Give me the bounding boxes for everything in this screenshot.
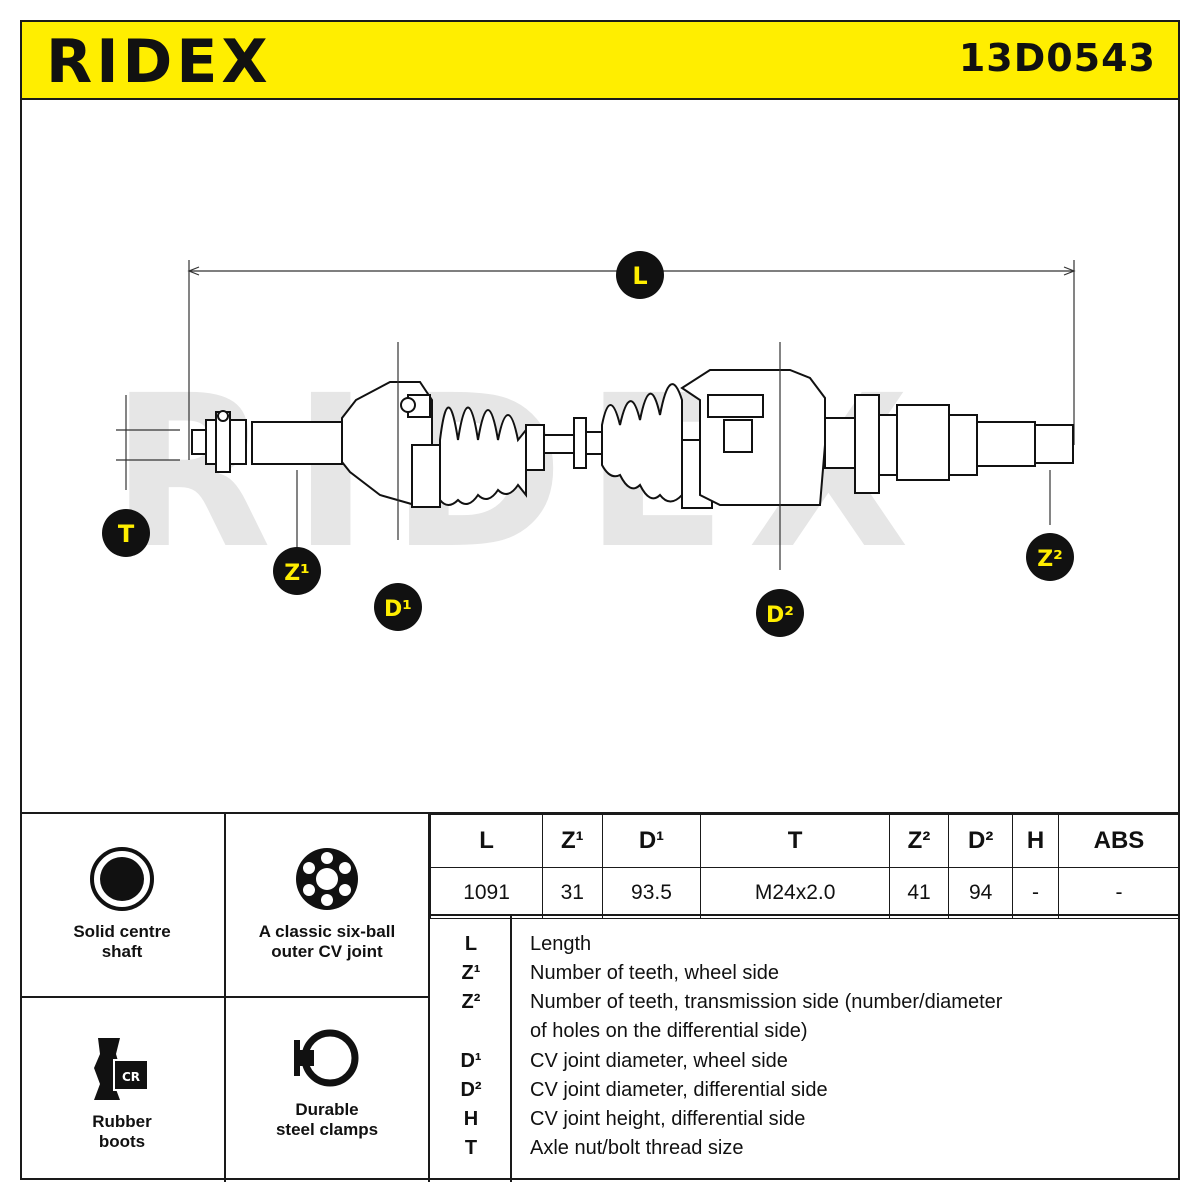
spec-header: H (1012, 814, 1059, 868)
marker-D2: D² (756, 589, 804, 637)
spec-header: Z² (888, 814, 950, 868)
drive-shaft-drawing (191, 369, 1074, 509)
feature-six-ball-joint: A classic six-ball outer CV joint (226, 814, 430, 998)
svg-text:T: T (118, 520, 135, 548)
feature-solid-shaft: Solid centre shaft (20, 814, 226, 998)
drive-shaft-diagram: RIDEX (20, 100, 1180, 812)
spec-value: 41 (888, 867, 950, 919)
legend-key-column (430, 916, 512, 1182)
spec-header: L (429, 814, 544, 868)
svg-text:D²: D² (766, 603, 794, 628)
svg-text:CR: CR (122, 1070, 140, 1084)
spec-value: 94 (948, 867, 1014, 919)
feature-label: Rubber boots (92, 1112, 152, 1151)
ridex-logo-text: RIDEX (46, 28, 272, 96)
six-ball-joint-icon (294, 846, 360, 916)
feature-label: Durable steel clamps (275, 1100, 379, 1139)
feature-steel-clamps: Durable steel clamps (226, 998, 430, 1182)
spec-header: ABS (1057, 814, 1181, 868)
rubber-boot-cr-icon: CR (90, 1034, 154, 1108)
spec-table: L Z¹ D¹ T Z² D² H ABS 1091 31 93.5 M24x2… (429, 814, 1181, 919)
spec-value: 1091 (429, 867, 544, 919)
spec-table-value-row: 1091 31 93.5 M24x2.0 41 94 - - (429, 867, 1181, 919)
marker-Z1: Z¹ (273, 547, 321, 595)
svg-text:D¹: D¹ (384, 597, 412, 622)
steel-clamp-icon (292, 1028, 362, 1092)
solid-shaft-icon (89, 846, 155, 916)
spec-value: - (1057, 867, 1181, 919)
spec-table-header-row: L Z¹ D¹ T Z² D² H ABS (429, 814, 1181, 868)
page-frame (20, 20, 1180, 1180)
marker-L: L (616, 251, 664, 299)
marker-Z2: Z² (1026, 533, 1074, 581)
spec-value: 31 (542, 867, 603, 919)
specs-section: Solid centre shaft A classic six-ball ou… (20, 812, 1181, 1182)
marker-T: T (102, 509, 150, 557)
spec-value: 93.5 (601, 867, 702, 919)
part-number: 13D0543 (958, 36, 1156, 80)
spec-header: T (700, 814, 890, 868)
spec-value: M24x2.0 (700, 867, 890, 919)
svg-text:Z²: Z² (1037, 547, 1063, 572)
feature-label: A classic six-ball outer CV joint (258, 922, 396, 961)
svg-text:L: L (632, 262, 647, 290)
spec-header: Z¹ (542, 814, 603, 868)
legend-row: of holes on the differential side) (530, 1020, 808, 1042)
spec-header: D² (948, 814, 1014, 868)
ridex-logo: RIDEX (46, 27, 316, 100)
header-bar: RIDEX 13D0543 (20, 20, 1180, 100)
feature-rubber-boots: CR Rubber boots (20, 998, 226, 1182)
spec-header: D¹ (601, 814, 702, 868)
spec-value: - (1012, 867, 1059, 919)
feature-label: Solid centre shaft (73, 922, 171, 961)
svg-text:Z¹: Z¹ (284, 561, 310, 586)
marker-D1: D¹ (374, 583, 422, 631)
